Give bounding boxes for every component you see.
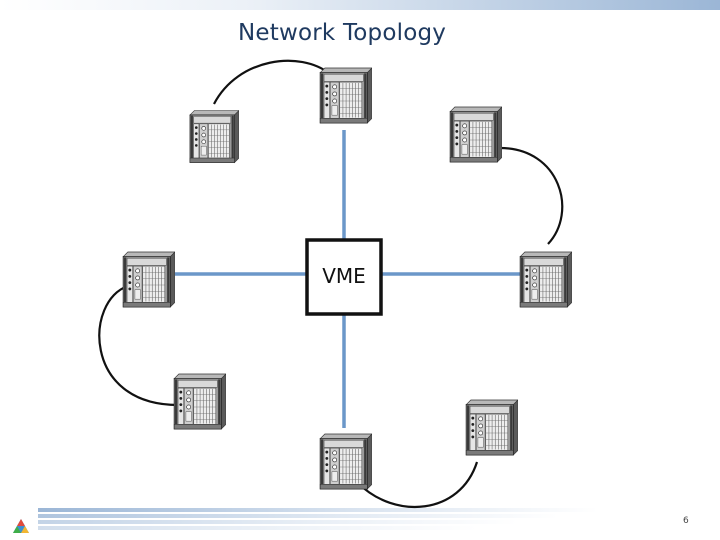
- vme-crate-icon: [319, 67, 372, 124]
- vme-crate-icon: [189, 109, 239, 164]
- header-band: [0, 0, 720, 10]
- vme-crate-icon: [449, 106, 502, 163]
- vme-crate-icon: [319, 433, 372, 490]
- vme-hub: VME: [305, 238, 383, 316]
- footer-band: [38, 508, 598, 530]
- vme-hub-label: VME: [322, 264, 366, 288]
- ring-cable-left: [98, 284, 179, 407]
- slide-title: Network Topology: [238, 20, 447, 46]
- vme-crate-icon: [173, 373, 226, 430]
- page-number: 6: [683, 516, 689, 526]
- ring-cable-top: [213, 59, 331, 105]
- ring-cables: [98, 59, 564, 509]
- triangle-logo-icon: [13, 519, 29, 533]
- ring-cable-bottom: [357, 461, 479, 509]
- vme-crate-icon: [122, 251, 175, 308]
- ring-cable-right: [499, 146, 564, 245]
- bus-links: [170, 130, 525, 428]
- vme-crate-icon: [465, 399, 518, 456]
- vme-hub-box: [305, 238, 383, 316]
- vme-crate-icon: [519, 251, 572, 308]
